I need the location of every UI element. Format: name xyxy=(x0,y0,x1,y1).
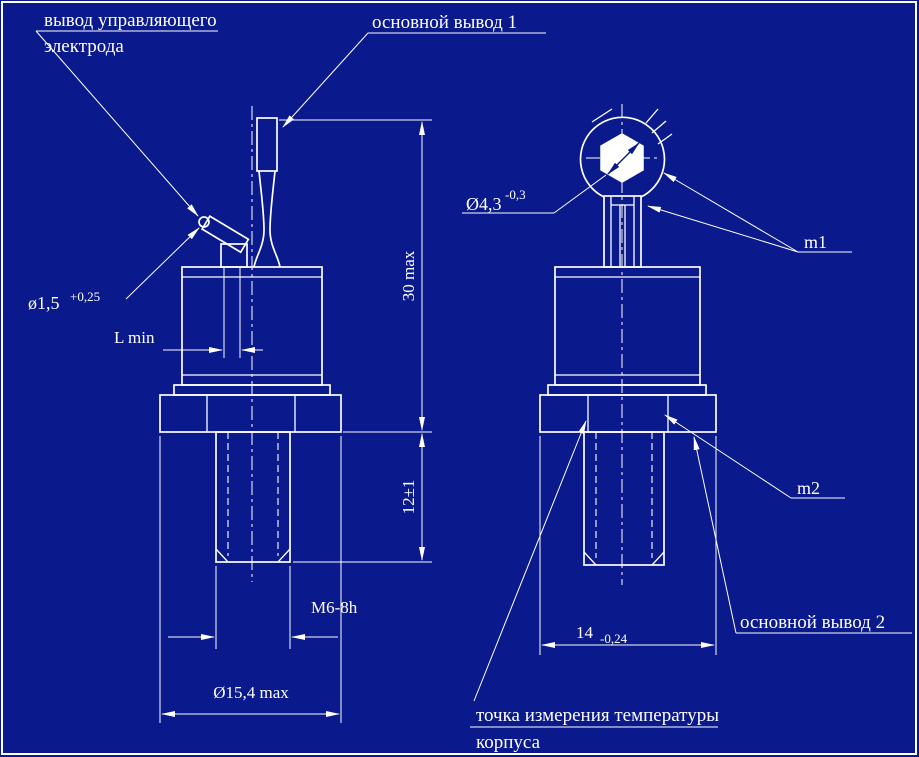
leader-hole-dia-tail xyxy=(553,174,607,214)
dim-control-dia-tol: +0,25 xyxy=(70,289,100,304)
right-stud xyxy=(583,431,665,566)
label-temp-point-2: корпуса xyxy=(476,732,541,753)
left-view xyxy=(159,106,342,582)
lug-mark-2 xyxy=(651,120,667,134)
right-dimensions: Ø4,3 -0,3 m1 m2 основной вывод 2 14 -0,2… xyxy=(462,172,912,753)
leader-m1-b xyxy=(663,172,799,253)
lug-mark-1 xyxy=(645,108,659,124)
label-temp-point-1: точка измерения температуры xyxy=(476,705,719,726)
leader-main-lead1 xyxy=(282,32,369,128)
main-lead1-terminal xyxy=(256,117,278,172)
main-lead1-wire-right xyxy=(269,170,281,268)
leader-temp-point xyxy=(473,420,587,702)
leader-m2 xyxy=(664,414,792,499)
left-stud-chamfer-2 xyxy=(277,548,291,563)
dim-14-text: 14 xyxy=(576,623,594,642)
label-main-lead1: основной вывод 1 xyxy=(372,12,517,33)
dim-hole-dia-tol: -0,3 xyxy=(505,187,526,202)
right-stud-chamfer-2 xyxy=(651,551,665,566)
label-main-lead2: основной вывод 2 xyxy=(740,612,885,633)
lug-chamfer xyxy=(591,108,613,123)
dim-control-dia-text: ø1,5 xyxy=(28,293,60,313)
right-stud-chamfer-1 xyxy=(583,551,597,566)
leader-control-electrode xyxy=(35,30,199,217)
left-stud-chamfer-1 xyxy=(215,548,229,563)
hex-hole xyxy=(600,133,644,183)
dim-12-text: 12±1 xyxy=(399,480,418,515)
dim-lmin-text: L min xyxy=(114,328,155,347)
right-hex-flange xyxy=(539,394,717,433)
lug-mark-3 xyxy=(657,133,673,145)
dim-30max-text: 30 max xyxy=(399,250,418,301)
left-dimensions: 30 max 12±1 L min М6-8h Ø15,4 max ø1,5 +… xyxy=(28,119,432,723)
dim-flange-dia-text: Ø15,4 max xyxy=(213,683,289,702)
dim-thread-text: М6-8h xyxy=(311,598,358,617)
right-base-plate xyxy=(547,384,707,396)
leader-m1-a xyxy=(647,205,799,253)
left-stud xyxy=(215,431,291,563)
top-callouts: вывод управляющего электрода основной вы… xyxy=(35,10,546,217)
dim-hole-dia-text: Ø4,3 xyxy=(466,194,502,214)
right-body xyxy=(554,266,701,386)
control-electrode-ribbon xyxy=(200,215,250,254)
dim-14-tol: -0,24 xyxy=(600,631,628,646)
leader-control-dia xyxy=(125,227,200,300)
main-lead1-wire-left xyxy=(253,170,265,268)
label-m1: m1 xyxy=(804,232,827,252)
leader-main-lead2 xyxy=(693,436,737,634)
ring-lug-outline xyxy=(579,116,666,198)
label-control-electrode-1: вывод управляющего xyxy=(44,10,217,31)
label-control-electrode-2: электрода xyxy=(44,36,124,57)
left-hex-flange xyxy=(159,394,342,433)
label-m2: m2 xyxy=(797,478,820,498)
hole-diameter-line xyxy=(607,142,640,175)
right-view xyxy=(539,104,717,585)
